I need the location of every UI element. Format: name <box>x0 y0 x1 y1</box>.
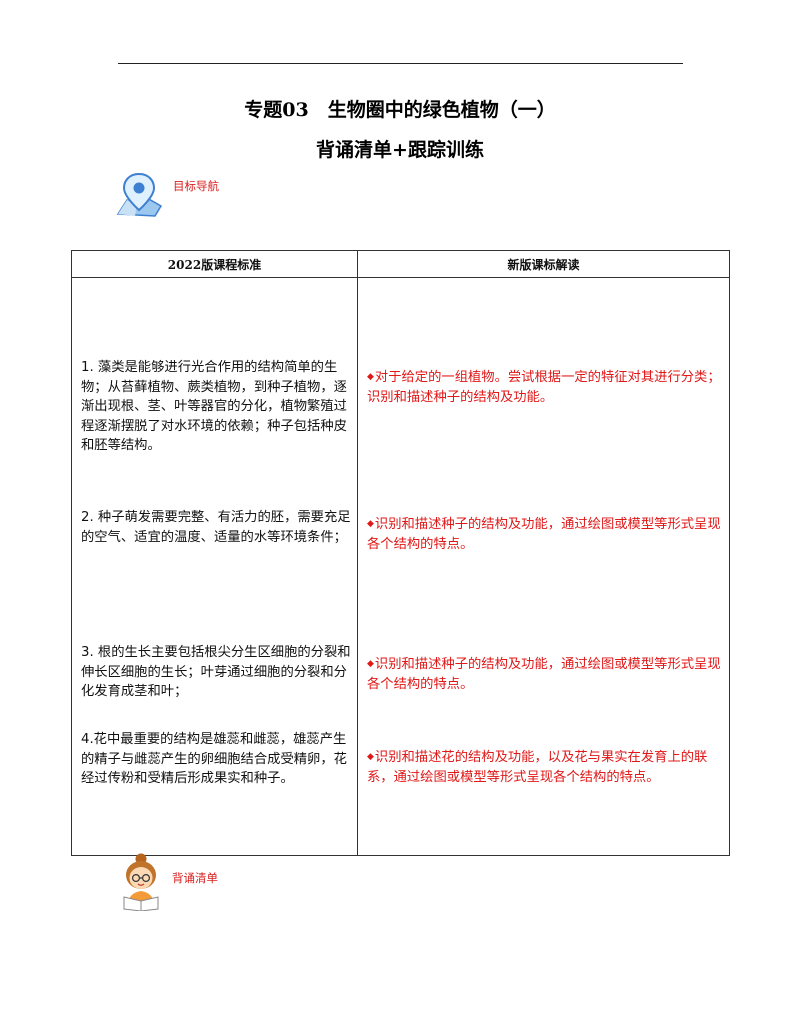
target-nav-label: 目标导航 <box>173 179 219 193</box>
interpretations-cell: ◆对于给定的一组植物。尝试根据一定的特征对其进行分类；识别和描述种子的结构及功能… <box>357 277 730 856</box>
column-header-standard: 2022版课程标准 <box>71 250 358 278</box>
interpretation-text-2: 识别和描述种子的结构及功能，通过绘图或模型等形式呈现各个结构的特点。 <box>367 517 721 552</box>
red-diamond-bullet-icon: ◆ <box>367 659 374 669</box>
interpretation-item-3: ◆识别和描述种子的结构及功能，通过绘图或模型等形式呈现各个结构的特点。 <box>367 655 722 694</box>
interpretation-item-4: ◆识别和描述花的结构及功能，以及花与果实在发育上的联系，通过绘图或模型等形式呈现… <box>367 748 722 787</box>
standard-item-2: 2. 种子萌发需要完整、有活力的胚，需要充足的空气、适宜的温度、适量的水等环境条… <box>81 510 351 545</box>
target-nav-badge: 目标导航 <box>115 170 219 222</box>
red-diamond-bullet-icon: ◆ <box>367 372 374 382</box>
standard-item-1: 1. 藻类是能够进行光合作用的结构简单的生物；从苔藓植物、蕨类植物，到种子植物，… <box>81 360 347 453</box>
map-location-pin-icon <box>115 170 165 222</box>
page-subtitle: 背诵清单+跟踪训练 <box>316 139 484 161</box>
top-rule <box>118 63 683 64</box>
interpretation-text-3: 识别和描述种子的结构及功能，通过绘图或模型等形式呈现各个结构的特点。 <box>367 657 721 692</box>
red-diamond-bullet-icon: ◆ <box>367 752 374 762</box>
interpretation-item-2: ◆识别和描述种子的结构及功能，通过绘图或模型等形式呈现各个结构的特点。 <box>367 515 722 554</box>
standard-item-4: 4.花中最重要的结构是雄蕊和雌蕊，雄蕊产生的精子与雌蕊产生的卵细胞结合成受精卵，… <box>81 732 347 786</box>
standards-cell: 1. 藻类是能够进行光合作用的结构简单的生物；从苔藓植物、蕨类植物，到种子植物，… <box>71 277 358 856</box>
interpretation-text-1: 对于给定的一组植物。尝试根据一定的特征对其进行分类；识别和描述种子的结构及功能。 <box>367 370 721 405</box>
standard-item-3: 3. 根的生长主要包括根尖分生区细胞的分裂和伸长区细胞的生长；叶芽通过细胞的分裂… <box>81 645 351 699</box>
reading-girl-icon <box>118 853 164 915</box>
red-diamond-bullet-icon: ◆ <box>367 519 374 529</box>
interpretation-item-1: ◆对于给定的一组植物。尝试根据一定的特征对其进行分类；识别和描述种子的结构及功能… <box>367 368 722 407</box>
recite-list-label: 背诵清单 <box>172 871 218 885</box>
curriculum-standards-table: 2022版课程标准 新版课标解读 1. 藻类是能够进行光合作用的结构简单的生物；… <box>71 250 730 856</box>
column-header-interpretation: 新版课标解读 <box>357 250 730 278</box>
table-header-row: 2022版课程标准 新版课标解读 <box>71 250 730 278</box>
interpretation-text-4: 识别和描述花的结构及功能，以及花与果实在发育上的联系，通过绘图或模型等形式呈现各… <box>367 750 708 785</box>
recite-list-badge: 背诵清单 <box>118 853 218 915</box>
page-title: 专题03 生物圈中的绿色植物（一） <box>244 99 556 121</box>
table-row: 1. 藻类是能够进行光合作用的结构简单的生物；从苔藓植物、蕨类植物，到种子植物，… <box>71 277 730 856</box>
